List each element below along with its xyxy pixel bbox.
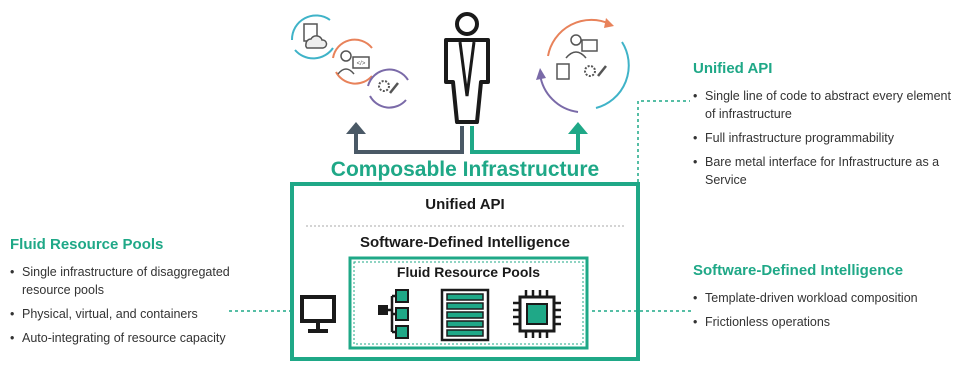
cycle-icon bbox=[536, 18, 630, 113]
person-icon bbox=[444, 12, 490, 124]
unified-api-layer-label: Unified API bbox=[425, 196, 505, 213]
composable-box bbox=[290, 182, 640, 361]
right-bottom-panel-title: Software-Defined Intelligence bbox=[693, 262, 904, 279]
right-bottom-panel-list: Template-driven workload composition Fri… bbox=[693, 289, 953, 331]
cloud-document-icon bbox=[290, 14, 334, 60]
hierarchy-icon bbox=[378, 289, 409, 339]
pools-layer-label: Fluid Resource Pools bbox=[396, 264, 541, 280]
left-panel-title: Fluid Resource Pools bbox=[10, 236, 164, 253]
gear-wrench-icon bbox=[367, 68, 409, 109]
chip-icon bbox=[513, 290, 561, 338]
composable-infrastructure-title: Composable Infrastructure bbox=[330, 158, 600, 181]
list-item: Template-driven workload composition bbox=[693, 289, 953, 307]
right-top-panel-list: Single line of code to abstract every el… bbox=[693, 87, 953, 189]
list-item: Full infrastructure programmability bbox=[693, 129, 953, 147]
connector-right-top bbox=[637, 100, 690, 182]
left-panel-list: Single infrastructure of disaggregated r… bbox=[10, 263, 235, 347]
list-item: Frictionless operations bbox=[693, 313, 953, 331]
right-bottom-panel: Software-Defined Intelligence Template-d… bbox=[693, 262, 953, 337]
svg-text:</>: </> bbox=[357, 61, 366, 67]
storage-icon bbox=[440, 288, 490, 342]
arrow-right bbox=[470, 126, 580, 154]
list-item: Single infrastructure of disaggregated r… bbox=[10, 263, 235, 299]
right-top-panel: Unified API Single line of code to abstr… bbox=[693, 60, 953, 195]
left-panel: Fluid Resource Pools Single infrastructu… bbox=[10, 236, 235, 353]
developer-icon: </> bbox=[332, 38, 373, 85]
list-item: Auto-integrating of resource capacity bbox=[10, 329, 235, 347]
list-item: Physical, virtual, and containers bbox=[10, 305, 235, 323]
list-item: Single line of code to abstract every el… bbox=[693, 87, 953, 123]
monitor-icon bbox=[300, 295, 336, 333]
right-top-panel-title: Unified API bbox=[693, 60, 773, 77]
sdi-layer-label: Software-Defined Intelligence bbox=[359, 234, 571, 251]
arrow-left bbox=[354, 126, 464, 154]
list-item: Bare metal interface for Infrastructure … bbox=[693, 153, 953, 189]
